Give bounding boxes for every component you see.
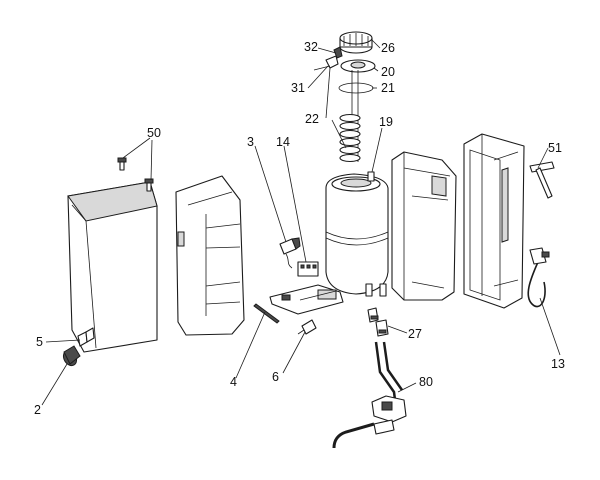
label-50: 50 — [147, 126, 161, 140]
faucet — [332, 341, 407, 449]
label-80: 80 — [419, 375, 433, 389]
power-cable — [527, 247, 550, 308]
o-ring — [338, 82, 374, 94]
leader-lines — [41, 39, 561, 406]
label-3: 3 — [247, 135, 254, 149]
label-4: 4 — [230, 375, 237, 389]
control-board — [269, 284, 344, 315]
label-21: 21 — [381, 81, 395, 95]
label-27: 27 — [408, 327, 422, 341]
front-cover — [67, 181, 158, 353]
small-pins — [77, 327, 95, 347]
label-32: 32 — [304, 40, 318, 54]
label-6: 6 — [272, 370, 279, 384]
label-51: 51 — [548, 141, 562, 155]
thermostat-probe — [313, 55, 339, 119]
top-nut — [339, 31, 373, 54]
label-20: 20 — [381, 65, 395, 79]
callout-labels: 50 5 2 3 14 4 6 32 31 26 20 21 22 19 51 … — [34, 40, 565, 417]
insulation-housing — [391, 151, 457, 301]
terminal-connector — [279, 237, 301, 269]
label-14: 14 — [276, 135, 290, 149]
fittings — [367, 307, 389, 337]
label-31: 31 — [291, 81, 305, 95]
label-2: 2 — [34, 403, 41, 417]
label-5: 5 — [36, 335, 43, 349]
label-22: 22 — [305, 112, 319, 126]
label-13: 13 — [551, 357, 565, 371]
flange-plate — [340, 59, 376, 73]
inner-shell — [175, 175, 245, 336]
cover-screws — [117, 157, 154, 192]
label-26: 26 — [381, 41, 395, 55]
water-tank — [325, 171, 389, 297]
back-plate — [463, 133, 525, 309]
knob — [62, 345, 81, 367]
heating-element — [339, 70, 361, 163]
sensor — [297, 319, 317, 335]
small-clip — [333, 46, 343, 59]
gasket-strip — [253, 303, 280, 324]
mounting-bracket — [529, 161, 555, 199]
terminal-block — [297, 261, 319, 277]
label-19: 19 — [379, 115, 393, 129]
